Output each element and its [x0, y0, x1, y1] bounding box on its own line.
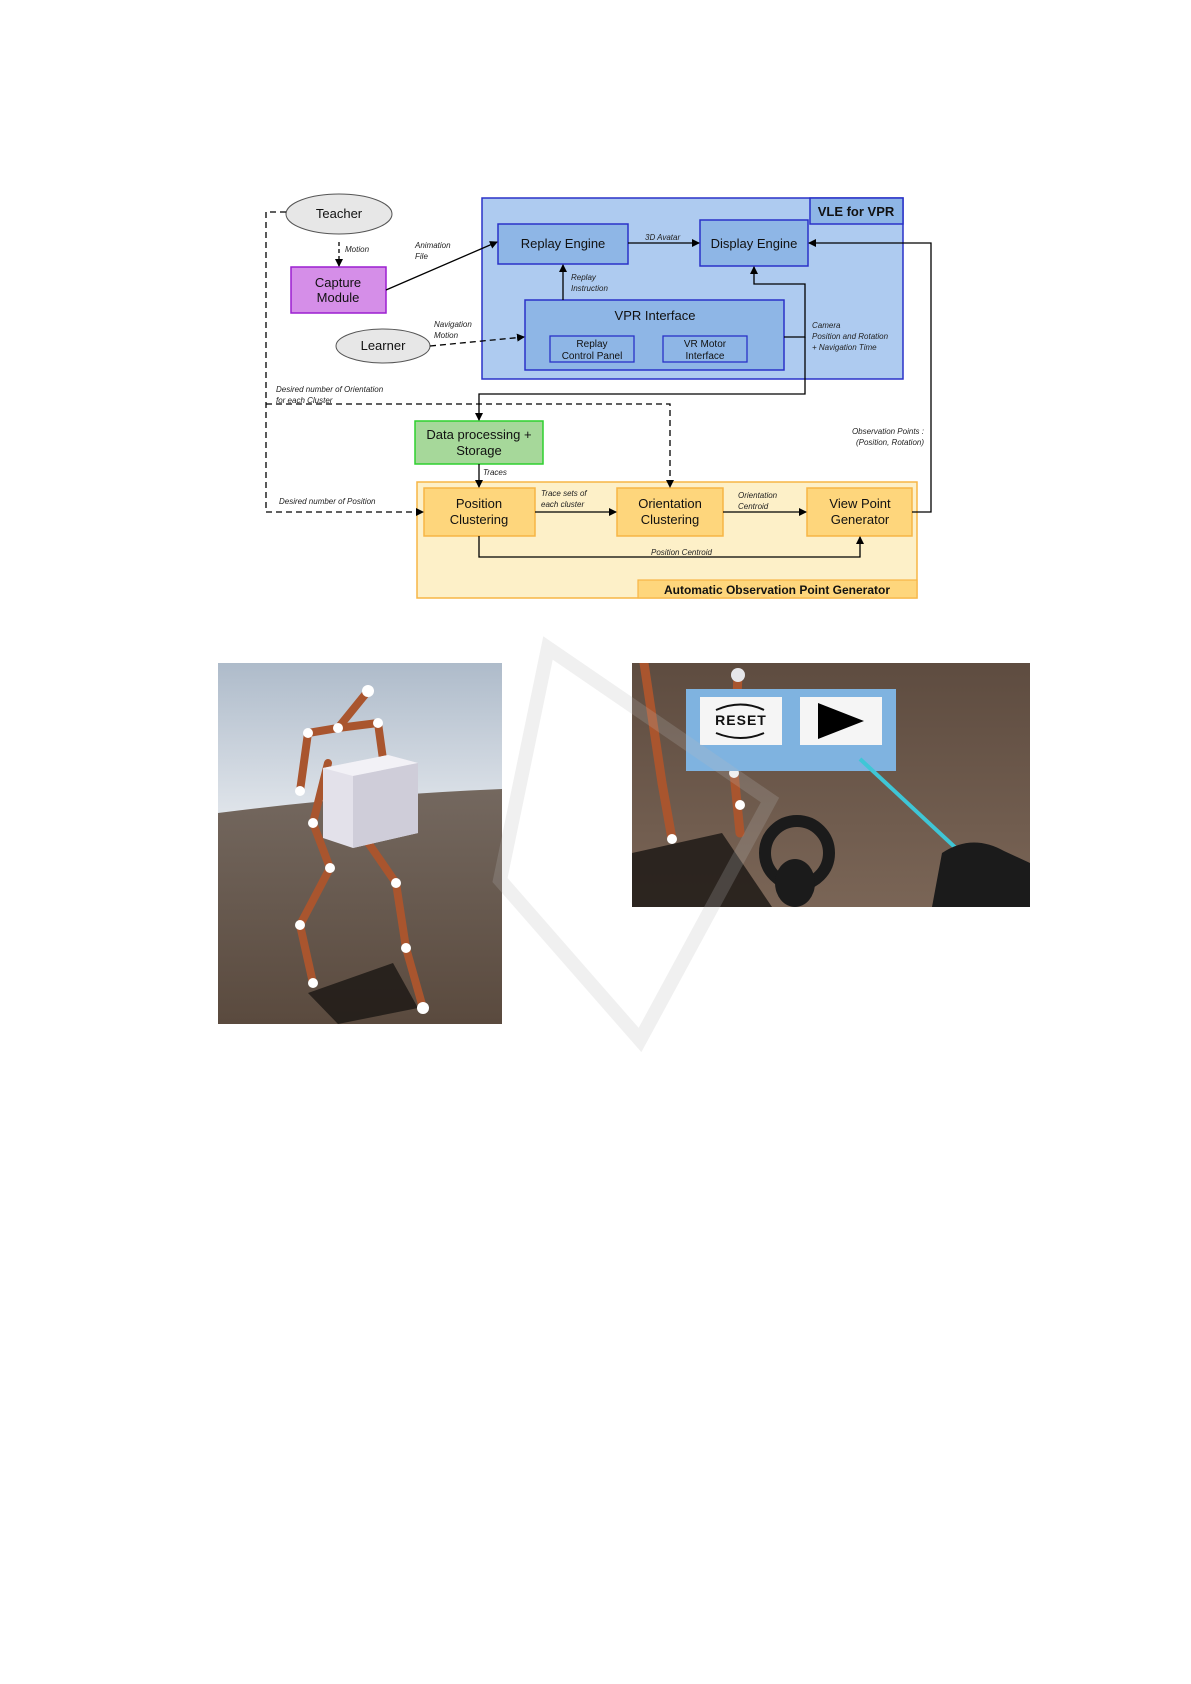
label-animation-file-2: File — [415, 252, 428, 261]
capture-module-node — [290, 266, 387, 314]
label-observation-points-1: Observation Points : — [852, 427, 924, 436]
reset-label: RESET — [715, 712, 767, 728]
vle-title: VLE for VPR — [818, 204, 895, 219]
label-position-centroid: Position Centroid — [651, 548, 712, 557]
orientation-clustering-line1: Orientation — [638, 496, 702, 511]
replay-control-panel-node — [549, 335, 635, 363]
vle-title-box — [809, 197, 904, 225]
vr-controller-right-icon — [932, 842, 1030, 907]
aopg-title: Automatic Observation Point Generator — [664, 583, 890, 597]
edge-vpr-display — [750, 266, 806, 338]
display-engine-label: Display Engine — [711, 236, 798, 251]
data-processing-line2: Storage — [456, 443, 502, 458]
replay-control-panel-line1: Replay — [576, 339, 607, 350]
edge-desired-position — [265, 211, 424, 516]
edge-learner-vpr — [429, 333, 525, 347]
label-traces: Traces — [483, 468, 507, 477]
orientation-clustering-line2: Clustering — [641, 512, 700, 527]
label-replay-instruction-1: Replay — [571, 273, 597, 282]
label-desired-orientation-1: Desired number of Orientation — [276, 385, 384, 394]
label-navigation-motion-1: Navigation — [434, 320, 472, 329]
view-point-generator-line2: Generator — [831, 512, 890, 527]
capture-module-line2: Module — [317, 290, 360, 305]
label-camera-1: Camera — [812, 321, 841, 330]
aopg-title-box — [637, 579, 918, 599]
vr-motor-interface-line2: Interface — [686, 351, 725, 362]
data-processing-node — [414, 420, 544, 465]
edge-camera-data — [475, 337, 806, 421]
vpr-interface-label: VPR Interface — [615, 308, 696, 323]
learner-label: Learner — [361, 338, 406, 353]
label-motion: Motion — [345, 245, 370, 254]
label-orientation-centroid-2: Centroid — [738, 502, 769, 511]
label-camera-3: + Navigation Time — [812, 343, 877, 352]
replay-engine-node — [497, 223, 629, 265]
position-clustering-line2: Clustering — [450, 512, 509, 527]
play-icon — [818, 703, 864, 739]
label-desired-orientation-2: for each Cluster — [276, 396, 333, 405]
replay-control-panel-line2: Control Panel — [562, 351, 623, 362]
label-trace-sets-1: Trace sets of — [541, 489, 587, 498]
label-navigation-motion-2: Motion — [434, 331, 459, 340]
data-processing-line1: Data processing + — [426, 427, 531, 442]
reset-arrow-icon — [715, 703, 765, 711]
label-trace-sets-2: each cluster — [541, 500, 584, 509]
vr-control-panel-image: RESET — [632, 663, 1030, 907]
edge-observation-points — [808, 239, 932, 513]
label-animation-file-1: Animation — [414, 241, 451, 250]
label-desired-position: Desired number of Position — [279, 497, 376, 506]
edge-capture-replay — [385, 241, 498, 291]
teacher-node — [285, 193, 393, 235]
edge-desired-orientation — [266, 403, 674, 488]
avatar-scene-image — [218, 663, 502, 1024]
orientation-clustering-node — [616, 487, 724, 537]
edge-position-centroid — [478, 536, 864, 558]
capture-module-line1: Capture — [315, 275, 361, 290]
view-point-generator-line1: View Point — [829, 496, 891, 511]
label-orientation-centroid-1: Orientation — [738, 491, 778, 500]
label-camera-2: Position and Rotation — [812, 332, 889, 341]
view-point-generator-node — [806, 487, 913, 537]
position-clustering-line1: Position — [456, 496, 502, 511]
replay-engine-label: Replay Engine — [521, 236, 606, 251]
label-observation-points-2: (Position, Rotation) — [856, 438, 924, 447]
label-replay-instruction-2: Instruction — [571, 284, 608, 293]
position-clustering-node — [423, 487, 536, 537]
label-3d-avatar: 3D Avatar — [645, 233, 680, 242]
vr-controller-left-icon — [759, 815, 835, 907]
vr-motor-interface-line1: VR Motor — [684, 339, 727, 350]
teacher-label: Teacher — [316, 206, 363, 221]
vr-motor-interface-node — [662, 335, 748, 363]
